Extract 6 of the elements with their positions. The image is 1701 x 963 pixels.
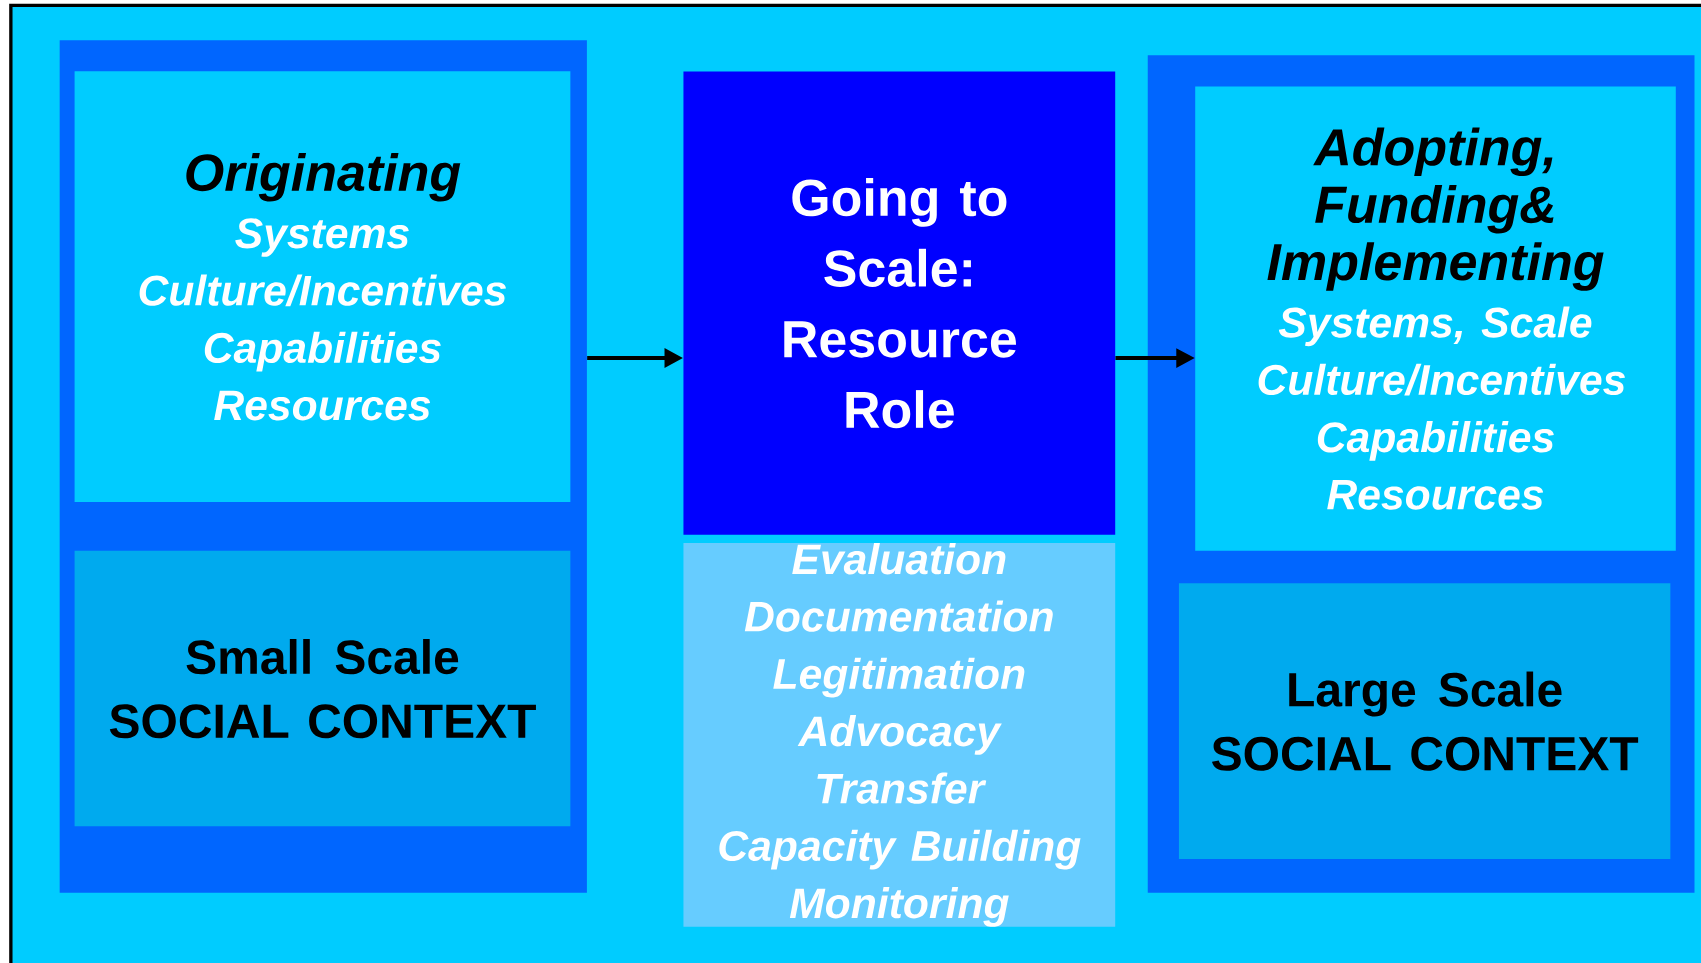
- text-box: Originating Systems Culture/Incentives Capabilities Resources: [74, 71, 571, 502]
- text-box: Adopting, Funding& Implementing Systems, Scale Culture/Incentives Capabilities Resources: [1195, 86, 1676, 551]
- context-box: Large Scale SOCIAL CONTEXT: [1178, 583, 1671, 859]
- context-box: Small Scale SOCIAL CONTEXT: [74, 550, 571, 827]
- activity-box: Evaluation Documentation Legitimation Advocacy Transfer Capacity Building Monitoring: [683, 542, 1116, 927]
- process-box: Going to Scale: Resource Role: [683, 71, 1116, 535]
